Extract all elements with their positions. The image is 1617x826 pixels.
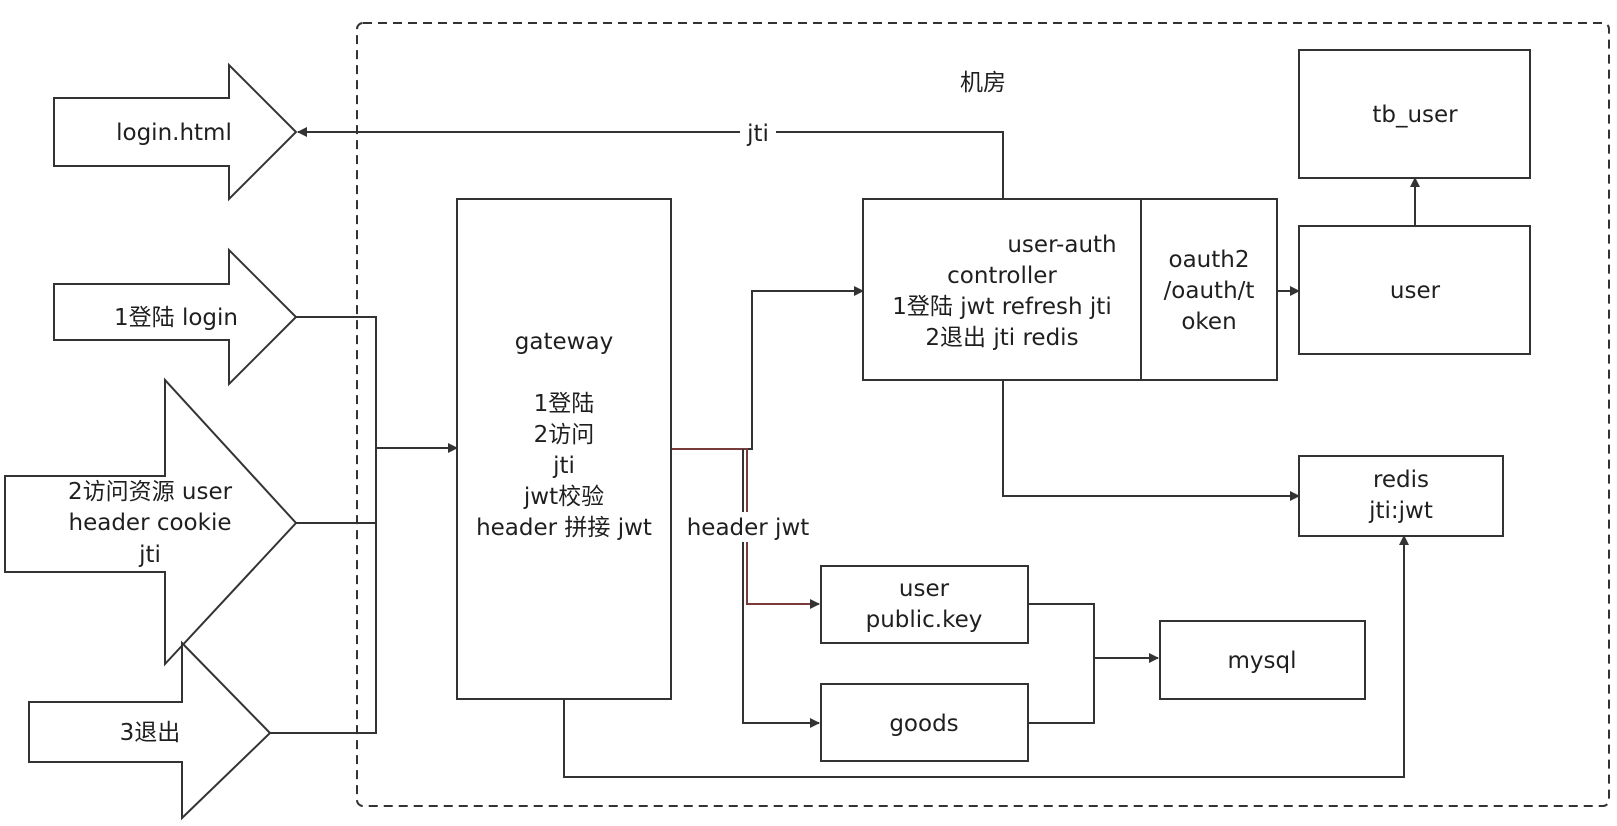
gateway-line-1: gateway <box>515 329 613 355</box>
user-auth-line-1: user-auth <box>1007 232 1116 258</box>
gateway-line-6: jwt校验 <box>523 484 604 510</box>
datacenter-region <box>356 22 1610 807</box>
user-service-node[interactable]: user <box>1298 225 1531 355</box>
access-label-line2: header cookie <box>69 510 232 536</box>
logout-label: 3退出 <box>120 720 181 746</box>
login-label: 1登陆 login <box>114 305 238 331</box>
user-auth-line-4: 2退出 jti redis <box>925 325 1078 351</box>
user-pubkey-line-2: public.key <box>866 607 983 633</box>
mysql-node[interactable]: mysql <box>1159 620 1366 700</box>
user-pubkey-node[interactable]: user public.key <box>820 565 1029 644</box>
jti-edge-label: jti <box>746 121 769 147</box>
goods-label: goods <box>889 711 958 737</box>
login-html-arrow[interactable]: login.html <box>53 62 298 202</box>
redis-node[interactable]: redis jti:jwt <box>1298 455 1504 537</box>
oauth2-line-3: oken <box>1181 309 1236 335</box>
access-resource-arrow[interactable]: 2访问资源 user header cookie jti <box>4 377 298 667</box>
userauth-to-redis-edge <box>1002 380 1300 501</box>
tb-user-node[interactable]: tb_user <box>1298 49 1531 179</box>
user-pubkey-line-1: user <box>899 576 950 602</box>
user-auth-line-2: controller <box>947 263 1057 289</box>
access-label-line3: jti <box>138 542 161 568</box>
login-html-label: login.html <box>116 120 232 146</box>
oauth2-line-1: oauth2 <box>1169 247 1250 273</box>
redis-line-1: redis <box>1373 467 1429 493</box>
jti-return-edge <box>297 127 1004 199</box>
datacenter-label: 机房 <box>960 70 1006 96</box>
gateway-line-3: 1登陆 <box>534 391 595 417</box>
redis-line-2: jti:jwt <box>1368 498 1433 524</box>
gateway-line-7: header 拼接 jwt <box>476 515 652 541</box>
login-arrow[interactable]: 1登陆 login <box>53 247 298 387</box>
services-to-mysql-bracket <box>1028 603 1095 724</box>
user-auth-node[interactable]: user-auth controller 1登陆 jwt refresh jti… <box>862 198 1278 381</box>
jti-label-bg <box>740 120 776 146</box>
user-service-label: user <box>1390 278 1441 304</box>
oauth2-line-2: /oauth/t <box>1164 278 1255 304</box>
gateway-line-4: 2访问 <box>534 422 595 448</box>
client-bus-edge <box>270 316 377 734</box>
goods-node[interactable]: goods <box>820 683 1029 762</box>
header-jwt-edge-label: header jwt <box>687 515 810 541</box>
tb-user-label: tb_user <box>1372 102 1458 128</box>
gateway-line-5: jti <box>552 453 575 479</box>
gateway-to-userauth-edge <box>671 286 864 450</box>
logout-arrow[interactable]: 3退出 <box>28 640 272 821</box>
gateway-to-redis-edge <box>563 535 1409 778</box>
mysql-label: mysql <box>1228 648 1297 674</box>
header-jwt-label-bg <box>682 512 814 542</box>
user-auth-line-3: 1登陆 jwt refresh jti <box>892 294 1111 320</box>
gateway-to-goods-edge <box>742 449 820 728</box>
gateway-node[interactable]: gateway 1登陆 2访问 jti jwt校验 header 拼接 jwt <box>456 198 672 700</box>
access-label-line1: 2访问资源 user <box>68 479 233 505</box>
